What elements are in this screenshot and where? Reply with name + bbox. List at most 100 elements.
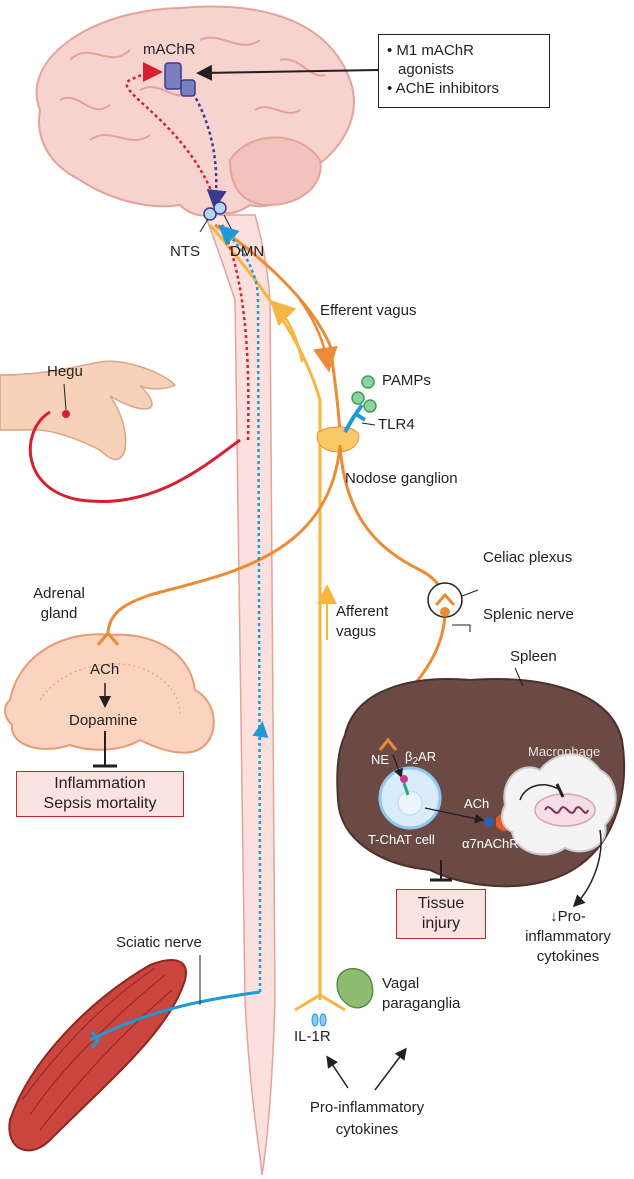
hegu-point <box>62 410 70 418</box>
machr-receptor <box>164 62 182 90</box>
hegu-label: Hegu <box>47 363 83 380</box>
b2ar-receptor <box>400 775 408 783</box>
spinal-cord <box>203 214 276 1176</box>
adrenal-synapse <box>96 630 120 646</box>
afferent-arrow-upper <box>269 299 304 363</box>
pro-cytokines-in-label-2: cytokines <box>335 1121 399 1138</box>
vagal-paraganglia-label-2: paraganglia <box>382 995 461 1012</box>
spleen-label: Spleen <box>510 648 557 665</box>
drug-line-1: • M1 mAChR <box>387 42 474 59</box>
celiac-plexus-label: Celiac plexus <box>483 549 573 566</box>
a7nachr-label: α7nAChR <box>462 836 519 851</box>
cerebellum <box>228 136 322 207</box>
nts-node <box>203 207 217 221</box>
afferent-vagus-label-2: vagus <box>336 623 377 640</box>
adrenal-gland <box>4 633 215 754</box>
splenic-leader <box>452 624 471 632</box>
celiac-neuron <box>440 607 450 617</box>
pamps-label: PAMPs <box>382 372 431 389</box>
ach-molecule <box>484 817 494 827</box>
central-pathway <box>188 87 227 210</box>
ach-adrenal-label: ACh <box>90 661 120 678</box>
adrenal-gland-label-2: gland <box>40 605 78 622</box>
sciatic-nerve-label: Sciatic nerve <box>116 934 202 951</box>
hegu-leader <box>63 383 67 411</box>
tissue-line-1: Tissue <box>417 895 465 912</box>
celiac-leader <box>461 589 479 597</box>
inflammation-box: Inflammation Sepsis mortality <box>16 771 184 817</box>
macrophage-label: Macrophage <box>528 744 601 759</box>
tchat-label: T-ChAT cell <box>368 832 435 847</box>
il1r-receptor-right <box>319 1013 327 1027</box>
muscle-striations <box>21 967 173 1131</box>
macrophage-inhibit <box>519 784 561 801</box>
pamp-molecule-2 <box>363 399 377 413</box>
adrenal-inner <box>39 663 181 716</box>
b2ar-stalk <box>402 782 410 796</box>
adrenal-gland-label-1: Adrenal <box>33 585 85 602</box>
vagal-paraganglia <box>336 967 374 1009</box>
pro-cytokines-out-label-2: inflammatory <box>525 928 611 945</box>
ne-label: NE <box>371 752 390 767</box>
drug-box: • M1 mAChR agonists • AChE inhibitors <box>378 34 550 108</box>
tissue-line-2: injury <box>421 915 461 932</box>
pro-cytokines-in-label-1: Pro-inflammatory <box>309 1099 425 1116</box>
drug-line-3: • AChE inhibitors <box>387 80 499 97</box>
muscle <box>8 959 187 1152</box>
brain-folds <box>59 36 326 141</box>
cytokine-arrow-left <box>326 1055 349 1089</box>
machr-label: mAChR <box>143 41 196 58</box>
dmn-node <box>213 201 227 215</box>
il1r-label: IL-1R <box>294 1028 331 1045</box>
nodose-ganglion-label: Nodose ganglion <box>345 470 458 487</box>
b2ar-ar: AR <box>418 749 437 764</box>
macrophage-nucleus <box>534 793 596 827</box>
sciatic-mid-arrow <box>252 721 269 741</box>
pro-cytokines-out-label-1: ↓Pro- <box>550 908 586 925</box>
adrenal-branch <box>106 444 342 633</box>
nts-label: NTS <box>170 243 200 260</box>
b2ar-subscript: 2 <box>412 756 419 767</box>
il1r-receptor-left <box>311 1013 319 1027</box>
tissue-injury-box: Tissue injury <box>396 889 486 939</box>
efferent-vagus-label: Efferent vagus <box>320 302 417 319</box>
splenic-synapse <box>378 737 398 751</box>
nts-leader <box>199 218 209 233</box>
sciatic-ascending <box>218 224 262 992</box>
cytokine-output-arrow <box>572 829 602 908</box>
il1r-dendrite <box>294 993 346 1012</box>
drug-line-2: agonists <box>398 61 454 78</box>
ach-spleen-label: ACh <box>464 796 490 811</box>
vagal-paraganglia-label-1: Vagal <box>382 975 420 992</box>
tlr4-leader <box>361 422 376 426</box>
acupuncture-nerve <box>28 410 241 503</box>
nodose-ganglion <box>316 426 360 453</box>
dna <box>544 806 589 814</box>
celiac-synapse <box>434 592 456 607</box>
efferent-arrow <box>298 299 338 373</box>
ach-arrow <box>424 807 485 824</box>
macrophage-inhibit-bar <box>555 783 565 798</box>
b2ar-label: β2AR <box>405 749 436 770</box>
dmn-label: DMN <box>230 243 265 260</box>
afferent-vagus-label-1: Afferent <box>336 603 389 620</box>
spleen-leader <box>514 667 524 687</box>
splenic-nerve-label: Splenic nerve <box>483 606 574 623</box>
ne-arrow <box>392 754 403 779</box>
pro-cytokines-out-label-3: cytokines <box>536 948 600 965</box>
b2ar-beta: β <box>405 749 413 764</box>
drug-arrow <box>196 64 379 81</box>
red-brain-arrow <box>125 62 217 201</box>
dopamine-label: Dopamine <box>69 712 138 729</box>
sciatic-synapse <box>90 1031 100 1049</box>
tlr4-receptor <box>343 403 367 433</box>
hand <box>0 360 177 461</box>
tchat-nucleus <box>397 790 423 816</box>
pamp-molecule-3 <box>351 391 365 405</box>
cytokine-arrow-right <box>374 1047 407 1091</box>
acupuncture-ascending <box>220 224 250 441</box>
machr-receptor-2 <box>180 79 196 97</box>
inflammation-line-1: Inflammation <box>54 775 146 792</box>
